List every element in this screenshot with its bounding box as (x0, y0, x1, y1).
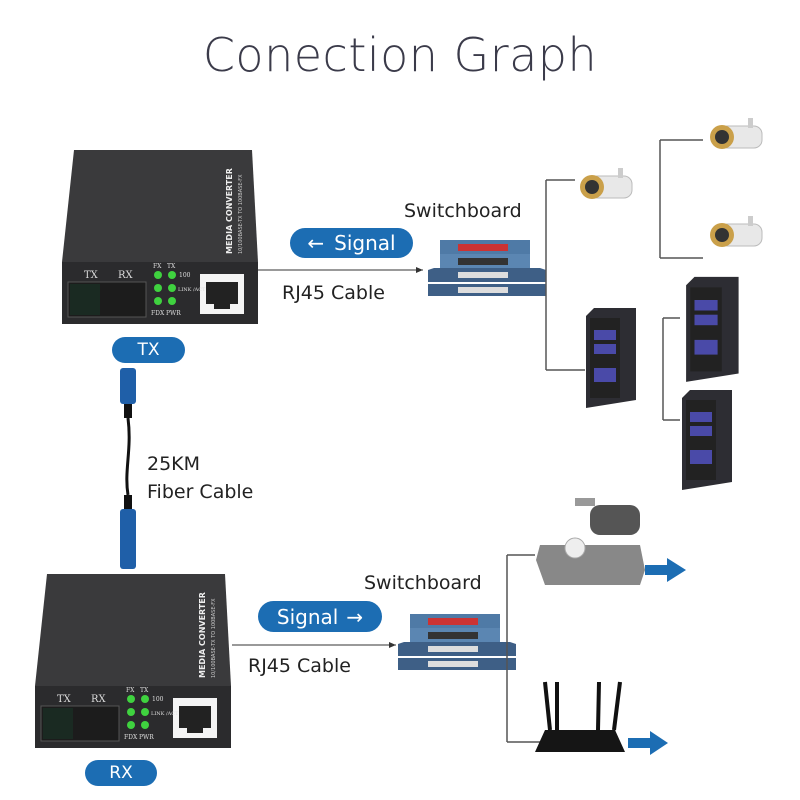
led-label: TX (167, 263, 176, 270)
led-label: FX (126, 687, 135, 694)
computer-icon (586, 308, 636, 408)
switch-bottom (398, 614, 516, 670)
tx-badge: TX (112, 337, 185, 363)
cable-label-bottom: RJ45 Cable (248, 655, 351, 677)
signal-badge-bottom: Signal → (258, 601, 382, 632)
page-title: Conection Graph (202, 28, 598, 82)
rx-badge: RX (85, 760, 157, 786)
brand-text: MEDIA CONVERTER (198, 592, 207, 678)
fiber-cable-icon (120, 368, 136, 569)
fiber-cable-label: Fiber Cable (147, 481, 254, 503)
led-label: FDX (151, 310, 165, 317)
nvr-camera-icon (536, 498, 645, 585)
port-tx-label: TX (84, 270, 99, 281)
fiber-distance-label: 25KM (147, 453, 201, 475)
led-label: LINK /ACT (178, 287, 206, 293)
computer-icon (682, 390, 732, 490)
switch-top (428, 240, 546, 296)
port-tx-label: TX (57, 694, 72, 705)
brand-text: MEDIA CONVERTER (225, 168, 234, 254)
computer-icon (686, 276, 739, 382)
spec-text: 10/100BASE-TX TO 100BASE-FX (211, 598, 217, 678)
signal-label: Signal (334, 231, 396, 255)
led-label: PWR (139, 734, 154, 741)
port-rx-label: RX (91, 694, 107, 705)
arrow-right-icon (645, 558, 686, 582)
cable-label-top: RJ45 Cable (282, 282, 385, 304)
camera-icon (709, 215, 763, 248)
led-label: PWR (166, 310, 181, 317)
converter-text-rx: TX RX FX TX 100 LINK /ACT FDX PWR MEDIA … (57, 592, 217, 741)
arrow-right-icon (628, 731, 668, 755)
arrow-right-icon: → (346, 604, 364, 629)
tree-lines-bottom (506, 554, 540, 743)
led-label: FDX (124, 734, 138, 741)
switchboard-label-bottom: Switchboard (364, 572, 482, 594)
wifi-router-icon (535, 681, 625, 752)
camera-icon (579, 167, 633, 200)
led-label: 100 (152, 696, 164, 703)
port-rx-label: RX (118, 270, 134, 281)
tree-lines-top (545, 139, 703, 421)
camera-icon (709, 117, 763, 150)
signal-badge-top: ← Signal (290, 228, 413, 258)
led-label: FX (153, 263, 162, 270)
switchboard-label-top: Switchboard (404, 200, 522, 222)
led-label: LINK /ACT (151, 711, 179, 717)
signal-label: Signal (276, 604, 339, 629)
converter-text-tx: TX RX FX TX 100 LINK /ACT FDX PWR MEDIA … (84, 168, 244, 317)
spec-text: 10/100BASE-TX TO 100BASE-FX (238, 174, 244, 254)
arrow-left-icon: ← (307, 231, 325, 255)
led-label: 100 (179, 272, 191, 279)
led-label: TX (140, 687, 149, 694)
